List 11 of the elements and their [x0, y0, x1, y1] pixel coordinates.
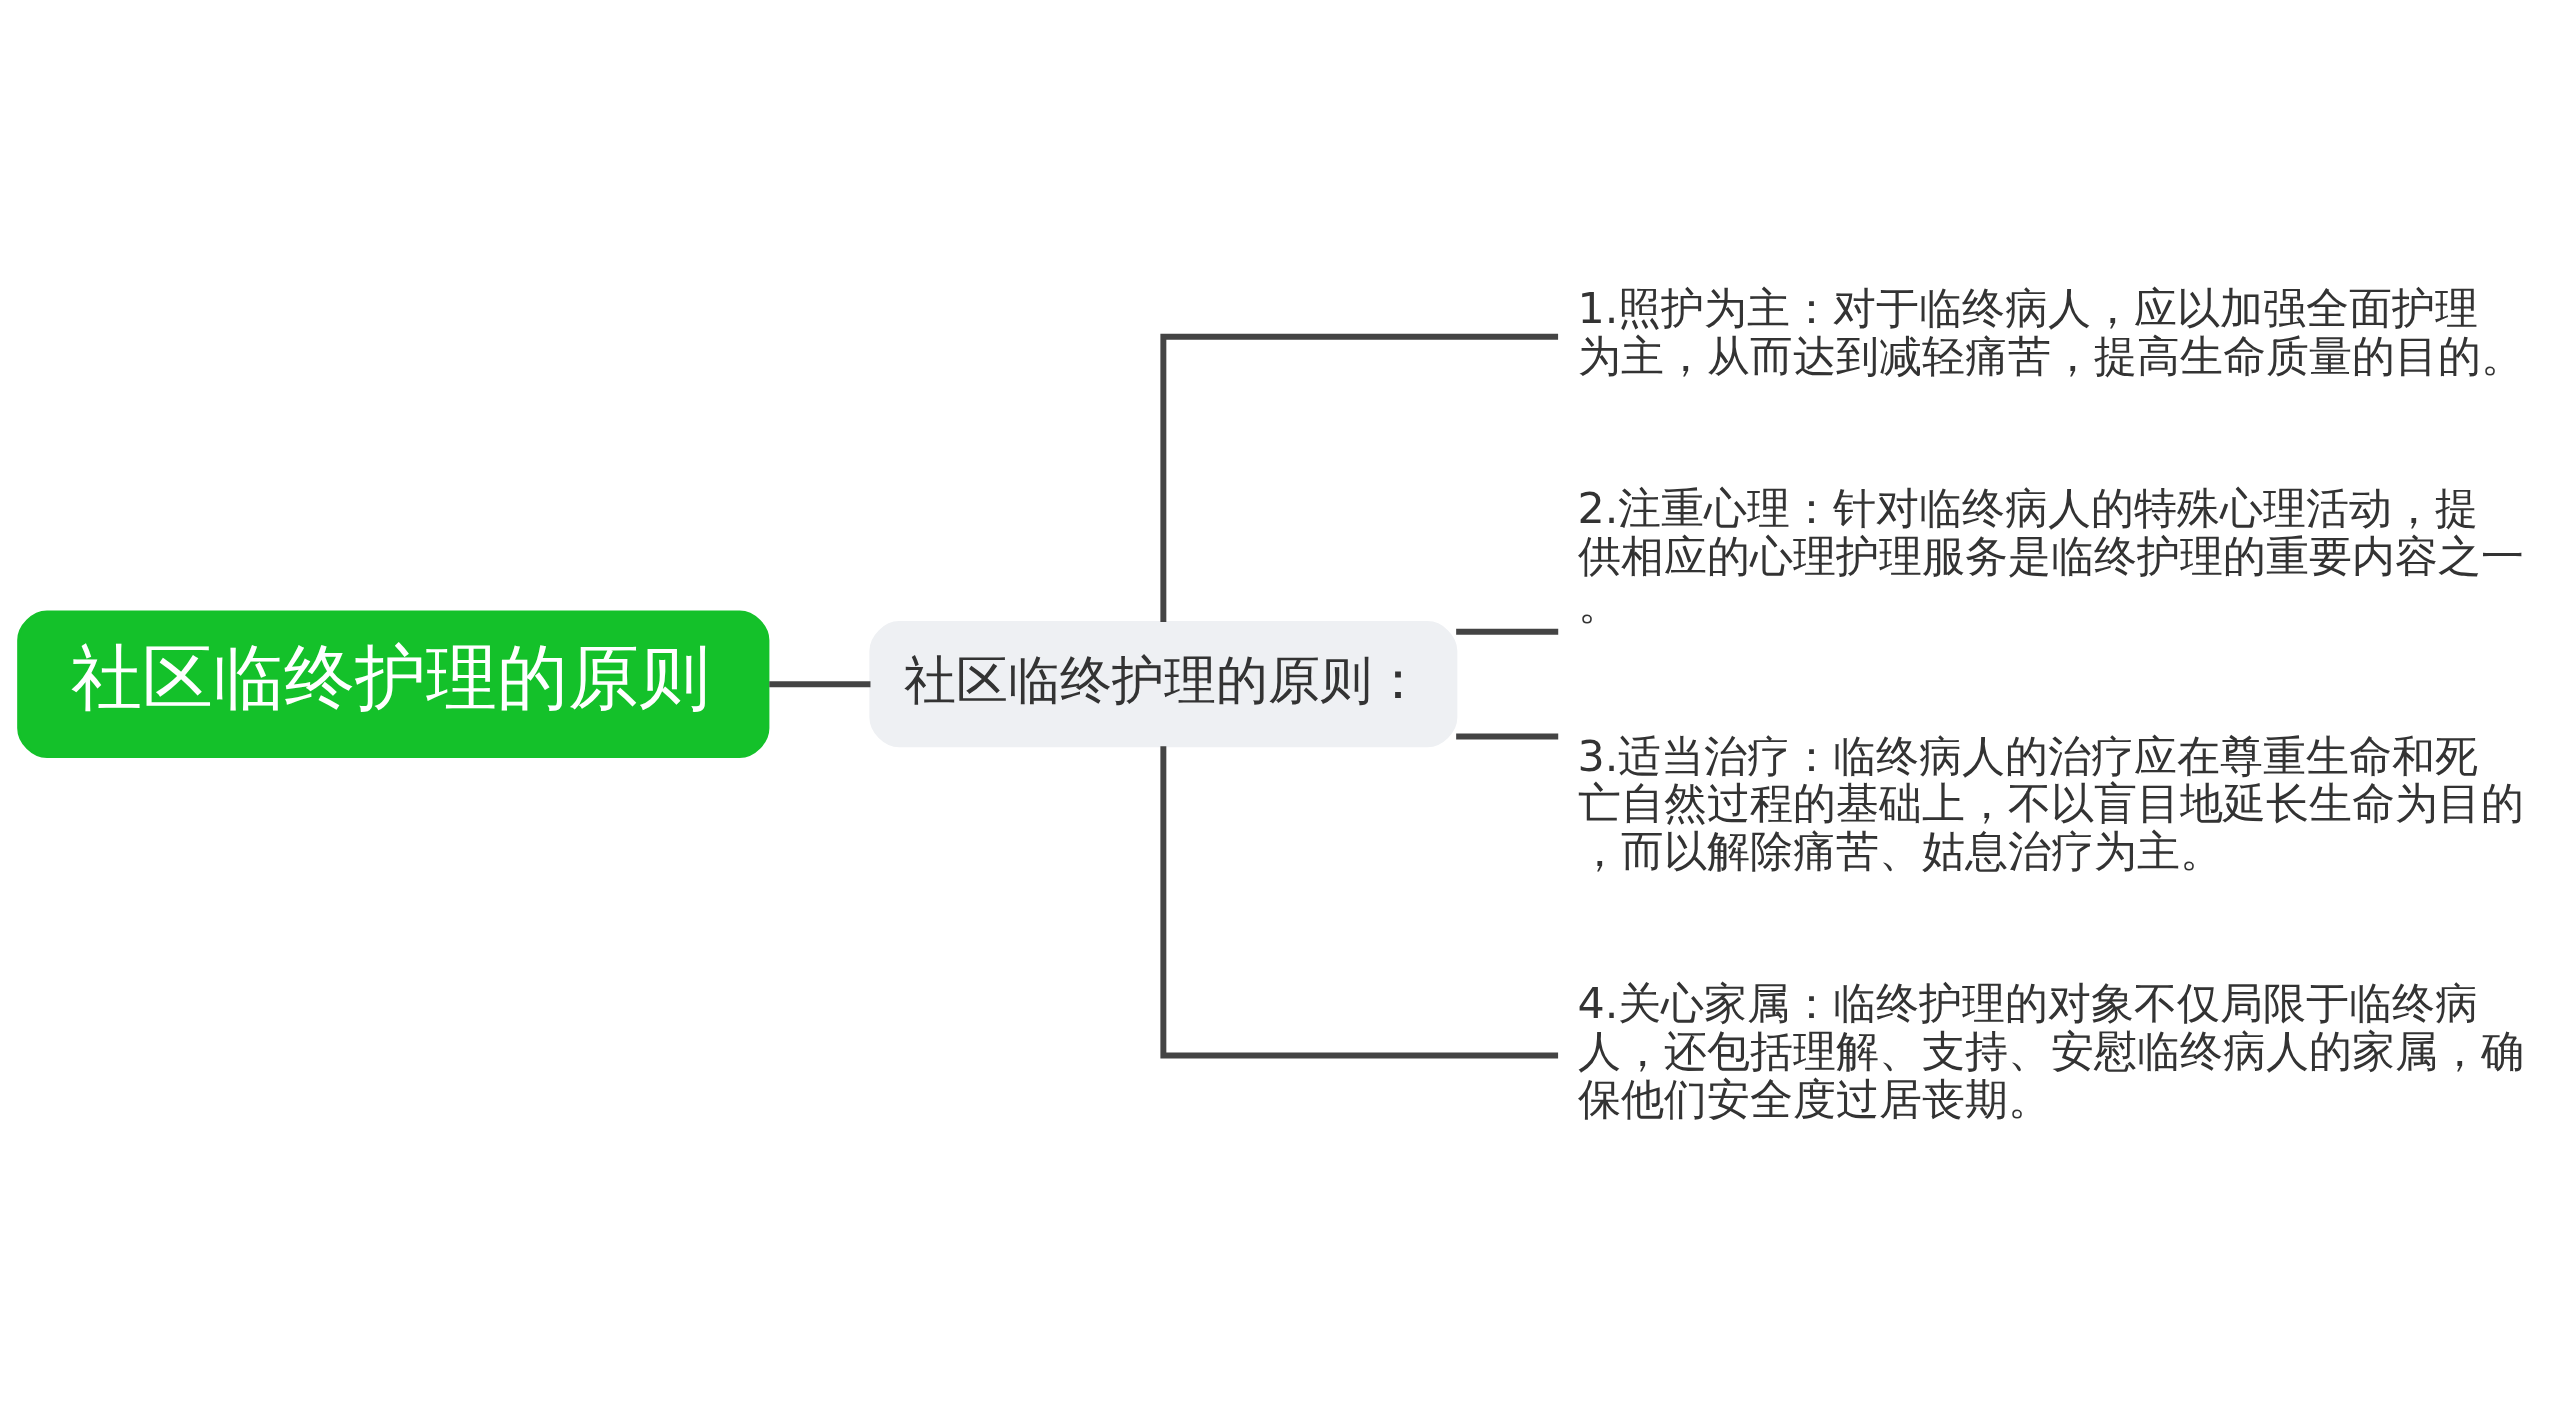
node-box: 社区临终护理的原则：	[869, 621, 1458, 748]
connector	[1456, 733, 1559, 740]
connector	[1456, 628, 1559, 635]
connector	[1160, 333, 1559, 623]
node-box: 社区临终护理的原则	[17, 610, 770, 758]
connector	[769, 681, 871, 688]
node-text: 4.关心家属：临终护理的对象不仅局限于临终病人，还包括理解、支持、安慰临终病人的家属，确保他们安全度过居丧期。	[1577, 978, 2524, 1124]
node-text: 2.注重心理：针对临终病人的特殊心理活动，提供相应的心理护理服务是临终护理的重要内容之一。	[1577, 483, 2524, 629]
node-text: 1.照护为主：对于临终病人，应以加强全面护理为主，从而达到减轻痛苦，提高生命质量的目的。	[1577, 283, 2524, 381]
node-text: 3.适当治疗：临终病人的治疗应在尊重生命和死亡自然过程的基础上，不以盲目地延长生命为目的，而以解除痛苦、姑息治疗为主。	[1577, 730, 2524, 877]
connector	[1160, 746, 1559, 1059]
